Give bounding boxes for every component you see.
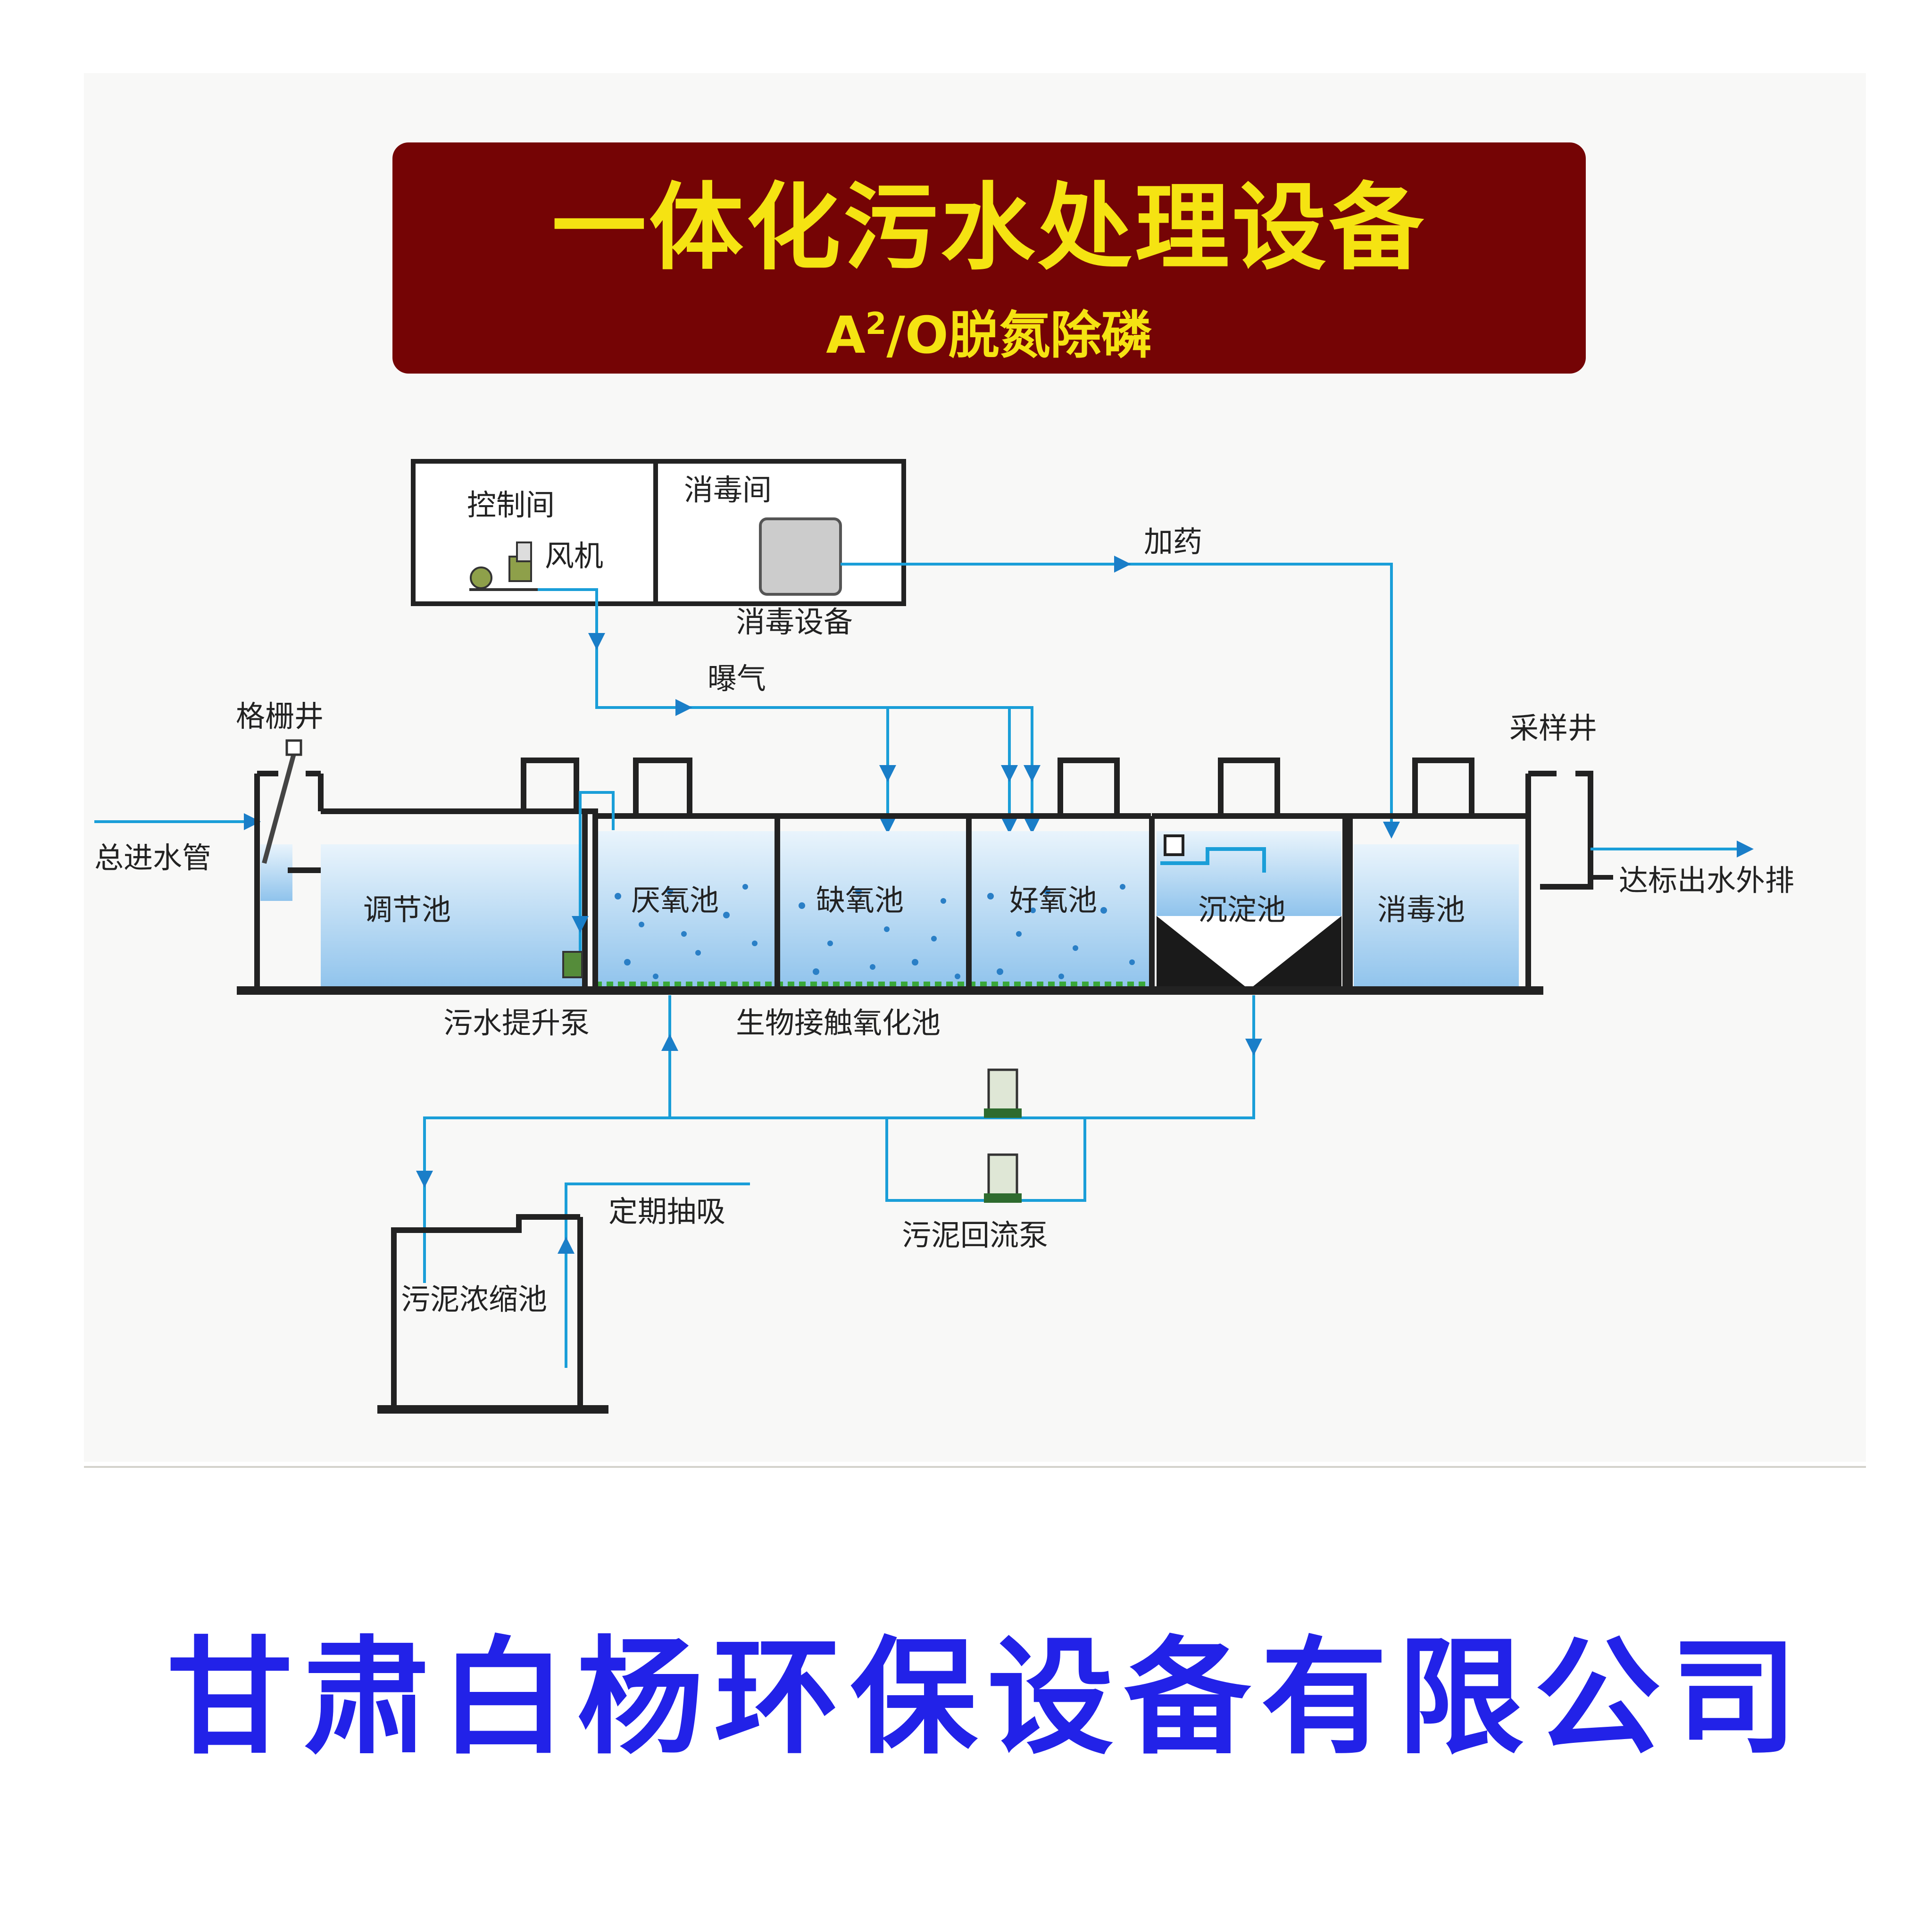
equipment-room: 控制间 风机 消毒间 消毒设备 (411, 459, 906, 639)
anoxic-tank-label: 缺氧池 (816, 883, 904, 917)
aeration-label: 曝气 (708, 661, 766, 696)
aeration-bubbles (615, 884, 1135, 979)
settling-baffle (1164, 834, 1184, 856)
tank-water (260, 831, 1519, 990)
aerobic-tank-label: 好氧池 (1009, 883, 1097, 917)
sludge-return-pump-icon (984, 1068, 1022, 1203)
page-subtitle: A2/O脱氮除磷 (392, 293, 1586, 366)
company-name: 甘肃白杨环保设备有限公司 (167, 1624, 1808, 1772)
sludge-thickener (377, 1214, 608, 1414)
sludge-thickener-label: 污泥浓缩池 (401, 1282, 547, 1316)
anaerobic-tank-label: 厌氧池 (631, 883, 719, 917)
settling-inlet-pipe (1160, 847, 1266, 873)
blower-label: 风机 (545, 539, 603, 573)
subtitle-main: A (826, 306, 866, 365)
disinfection-equipment-label: 消毒设备 (736, 605, 853, 639)
sludge-pipes (416, 995, 1262, 1368)
lift-pump-label: 污水提升泵 (443, 1006, 590, 1040)
control-room-label: 控制间 (467, 488, 555, 522)
top-pipes (538, 556, 1400, 839)
regulating-tank-label: 调节池 (363, 892, 451, 927)
title-banner: 一体化污水处理设备 A2/O脱氮除磷 (392, 142, 1586, 374)
divider-line (84, 1466, 1866, 1468)
sedimentation-tank-label: 沉淀池 (1198, 892, 1286, 927)
dosing-label: 加药 (1144, 525, 1202, 559)
tank-labels: 格栅井 采样井 调节池 厌氧池 缺氧池 好氧池 沉淀池 消毒池 污水提升泵 生物… (236, 699, 1597, 1040)
grille-well-label: 格栅井 (236, 699, 324, 733)
main-inlet-label: 总进水管 (94, 841, 211, 875)
disinfection-equipment-icon (759, 517, 842, 596)
subtitle-superscript: 2 (865, 307, 887, 341)
sampling-well-label: 采样井 (1509, 711, 1597, 745)
tank-walls (237, 758, 1593, 995)
page-title: 一体化污水处理设备 (551, 173, 1426, 283)
disinfection-room-label: 消毒间 (684, 473, 772, 507)
lift-pipe (579, 791, 615, 972)
subtitle-rest: /O脱氮除磷 (886, 306, 1152, 365)
periodic-suction-label: 定期抽吸 (608, 1194, 725, 1229)
lift-pump-icon (562, 951, 583, 978)
disinfection-tank-label: 消毒池 (1377, 892, 1465, 927)
blower-icon (469, 541, 538, 591)
discharge-label: 达标出水外排 (1619, 863, 1794, 898)
bio-contact-tank-label: 生物接触氧化池 (736, 1006, 941, 1040)
grille-bar (262, 744, 299, 864)
sludge-return-pump-label: 污泥回流泵 (902, 1218, 1048, 1252)
